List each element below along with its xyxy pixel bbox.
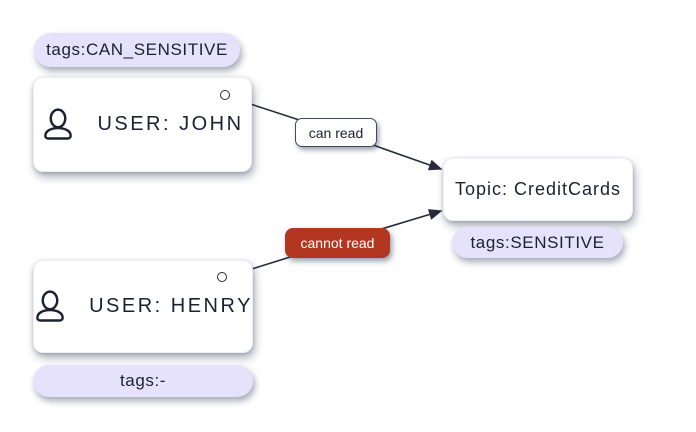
edge-label-cannot-read: cannot read bbox=[285, 228, 390, 258]
node-user-henry: USER: HENRY bbox=[33, 260, 253, 353]
tag-badge-henry-label: tags:- bbox=[119, 371, 167, 390]
tag-badge-henry: tags:- bbox=[33, 365, 253, 397]
tag-badge-john-label: tags:CAN_SENSITIVE bbox=[46, 40, 228, 59]
person-icon bbox=[33, 287, 67, 327]
node-user-henry-label: USER: HENRY bbox=[89, 295, 253, 317]
edge-label-cannot-read-text: cannot read bbox=[300, 235, 375, 251]
person-icon bbox=[41, 105, 75, 145]
connector-port-henry bbox=[217, 272, 227, 282]
node-topic-label: Topic: CreditCards bbox=[454, 179, 622, 199]
tag-badge-topic: tags:SENSITIVE bbox=[452, 227, 623, 258]
tag-badge-john: tags:CAN_SENSITIVE bbox=[34, 33, 240, 67]
node-topic-creditcards: Topic: CreditCards bbox=[443, 158, 633, 221]
tag-badge-topic-label: tags:SENSITIVE bbox=[470, 232, 605, 252]
edge-label-can-read-text: can read bbox=[308, 124, 364, 141]
edge-label-can-read: can read bbox=[295, 118, 377, 147]
node-user-john: USER: JOHN bbox=[33, 77, 252, 172]
node-user-john-label: USER: JOHN bbox=[97, 113, 244, 135]
connector-port-john bbox=[220, 90, 230, 100]
